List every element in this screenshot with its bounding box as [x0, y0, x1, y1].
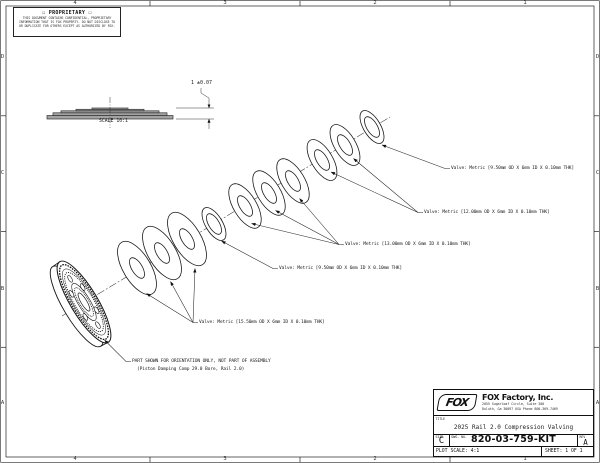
callout-valve-9-5-crossover: Valve: Metric [9.50mm OD X 6mm ID X 0.10… — [279, 265, 402, 271]
rev-value: A — [583, 437, 588, 447]
orientation-note-line-1: PART SHOWN FOR ORIENTATION ONLY, NOT PAR… — [132, 358, 271, 364]
title-block-number-row: SIZE C DWG. NO. 820-03-759-KIT REV A — [434, 433, 593, 447]
shim-12mm — [329, 124, 361, 166]
shim-15-5mm — [117, 240, 157, 296]
drawing-title: 2025 Rail 2.0 Compression Valving — [453, 423, 574, 431]
title-block-company-row: FOX FOX Factory, Inc. 2055 Sugarloaf Cir… — [434, 390, 593, 415]
callout-valve-9-5-clamp: Valve: Metric [9.50mm OD X 6mm ID X 0.10… — [451, 165, 574, 171]
zone-label-bottom-1: 1 — [523, 456, 527, 462]
proprietary-title: ☐ PROPRIETARY ☐ — [42, 9, 92, 16]
zone-label-bottom-4: 4 — [73, 456, 77, 462]
zone-label-left-b: B — [0, 286, 5, 292]
shim-9-5mm-clamp — [359, 110, 385, 144]
company-address-1: 2055 Sugarloaf Circle, Suite 300 — [482, 402, 545, 407]
title-block-scale-row: PLOT SCALE: 4:1 SHEET: 1 OF 1 — [434, 446, 593, 456]
proprietary-line-3: OR DUPLICATE FOR OTHERS EXCEPT AS AUTHOR… — [19, 24, 115, 28]
stack-side-view — [46, 88, 214, 129]
title-label: TITLE — [435, 416, 446, 421]
zone-label-right-b: B — [595, 286, 600, 292]
callout-valve-12: Valve: Metric [12.00mm OD X 6mm ID X 0.1… — [424, 209, 550, 215]
zone-label-left-c: C — [0, 170, 5, 176]
zone-label-top-2: 2 — [373, 0, 377, 6]
dwg-no-label: DWG. NO. — [451, 435, 467, 440]
stack-height-dimension — [176, 88, 214, 129]
shim-9-5mm-crossover — [201, 207, 227, 241]
shim-15-5mm — [142, 225, 182, 281]
company-address-2: Duluth, Ga 30097 USA Phone 800-369-7469 — [482, 406, 558, 411]
stack-height-dimension-label: 1 ±0.07 — [191, 80, 213, 86]
zone-label-left-a: A — [0, 400, 5, 406]
orientation-note-line-2: (Piston Damping Comp 29.0 Bore, Rail 2.0… — [137, 366, 245, 372]
sheet-info: SHEET: 1 OF 1 — [541, 447, 593, 456]
zone-label-top-4: 4 — [73, 0, 77, 6]
zone-label-right-a: A — [595, 400, 600, 406]
shim-13mm — [228, 183, 262, 229]
shim-13mm — [252, 170, 286, 216]
title-block: FOX FOX Factory, Inc. 2055 Sugarloaf Cir… — [433, 389, 594, 457]
callout-valve-15-5: Valve: Metric [15.50mm OD X 6mm ID X 0.1… — [199, 319, 325, 325]
leader-lines — [104, 144, 450, 362]
zone-label-top-1: 1 — [523, 0, 527, 6]
dwg-no-value: 820-03-759-KIT — [471, 434, 556, 446]
shim-12mm — [306, 139, 338, 181]
proprietary-notice: ☐ PROPRIETARY ☐ THIS DOCUMENT CONTAINS C… — [13, 7, 121, 37]
zone-label-bottom-2: 2 — [373, 456, 377, 462]
fox-logo: FOX — [436, 394, 478, 412]
rev-label: REV — [579, 435, 586, 440]
proprietary-line-1: THIS DOCUMENT CONTAINS CONFIDENTIAL, PRO… — [22, 15, 112, 20]
proprietary-line-2: INFORMATION THAT IS FOX PROPERTY. DO NOT… — [19, 19, 115, 24]
title-block-title-row: TITLE 2025 Rail 2.0 Compression Valving — [434, 415, 593, 433]
scale-label: SCALE 10:1 — [99, 119, 128, 124]
zone-label-top-3: 3 — [223, 0, 227, 6]
size-value: C — [438, 436, 445, 447]
zone-label-bottom-3: 3 — [223, 456, 227, 462]
shim-stack — [117, 110, 385, 296]
company-name: FOX Factory, Inc. — [482, 393, 554, 403]
piston-view — [49, 260, 112, 348]
zone-label-right-c: C — [595, 170, 600, 176]
plot-scale: PLOT SCALE: 4:1 — [436, 448, 480, 454]
size-label: SIZE — [435, 435, 444, 440]
callout-valve-13: Valve: Metric [13.00mm OD X 6mm ID X 0.1… — [345, 241, 471, 247]
zone-label-left-d: D — [0, 54, 5, 60]
shim-15-5mm — [167, 211, 207, 267]
shim-13mm — [276, 158, 310, 204]
zone-label-right-d: D — [595, 54, 600, 60]
